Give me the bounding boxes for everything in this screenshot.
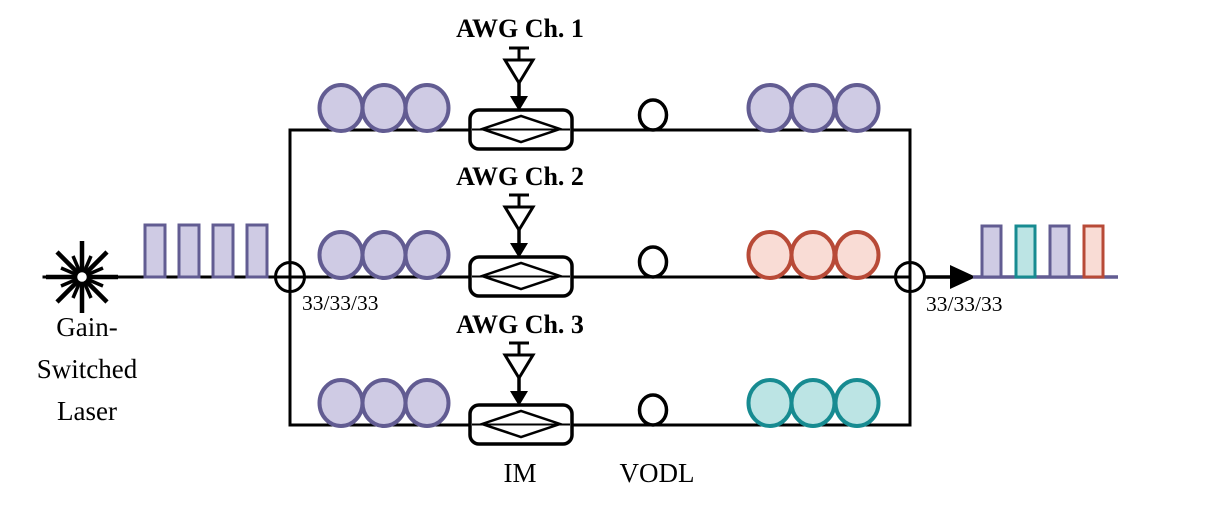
laser-starburst-icon	[46, 241, 118, 313]
vodl-icon	[637, 245, 669, 279]
input-pulse	[245, 223, 269, 279]
combiner-ratio-label: 33/33/33	[926, 292, 1003, 316]
fiber-coil-left	[317, 378, 451, 428]
source-label-line2: Switched	[36, 354, 138, 384]
source-label: Gain- Switched Laser	[37, 306, 138, 432]
branch-3	[317, 341, 881, 446]
down-arrow-icon	[510, 96, 528, 111]
output-arrow	[924, 265, 976, 289]
starburst-center	[72, 267, 92, 287]
right-arrowhead-icon	[950, 265, 976, 289]
source-label-line1: Gain-	[56, 312, 118, 342]
branch-1	[317, 46, 881, 151]
rf-amplifier-icon	[502, 353, 536, 381]
rf-amplifier-icon	[502, 58, 536, 86]
output-pulse	[980, 224, 1003, 279]
output-pulse	[1082, 224, 1105, 279]
fiber-coil-left	[317, 230, 451, 280]
splitter-node-icon	[274, 261, 306, 293]
output-pulse	[1014, 224, 1037, 279]
fiber-coil-left	[317, 83, 451, 133]
awg-feed	[502, 46, 536, 111]
awg-feed	[502, 193, 536, 258]
down-arrow-icon	[510, 391, 528, 406]
source-label-line3: Laser	[57, 396, 117, 426]
down-arrow-icon	[510, 243, 528, 258]
rf-amplifier-icon	[502, 205, 536, 233]
input-pulse	[177, 223, 201, 279]
vodl-icon	[637, 98, 669, 132]
im-lens-icon	[478, 409, 564, 439]
output-pulse-train	[973, 224, 1118, 279]
vodl-label: VODL	[619, 458, 695, 488]
output-pulse	[1048, 224, 1071, 279]
im-lens-icon	[478, 114, 564, 144]
im-label: IM	[503, 458, 537, 488]
im-lens-icon	[478, 261, 564, 291]
awg-ch3-label: AWG Ch. 3	[456, 310, 584, 339]
input-pulse	[211, 223, 235, 279]
input-pulse	[143, 223, 167, 279]
input-pulse-train	[143, 223, 269, 279]
fiber-coil-right	[746, 230, 881, 280]
vodl-icon	[637, 393, 669, 427]
fiber-coil-right	[746, 83, 881, 133]
awg-feed	[502, 341, 536, 406]
awg-ch2-label: AWG Ch. 2	[456, 162, 584, 191]
splitter-ratio-label: 33/33/33	[302, 291, 379, 315]
branch-2	[317, 193, 881, 298]
awg-ch1-label: AWG Ch. 1	[456, 14, 584, 43]
fiber-coil-right	[746, 378, 881, 428]
